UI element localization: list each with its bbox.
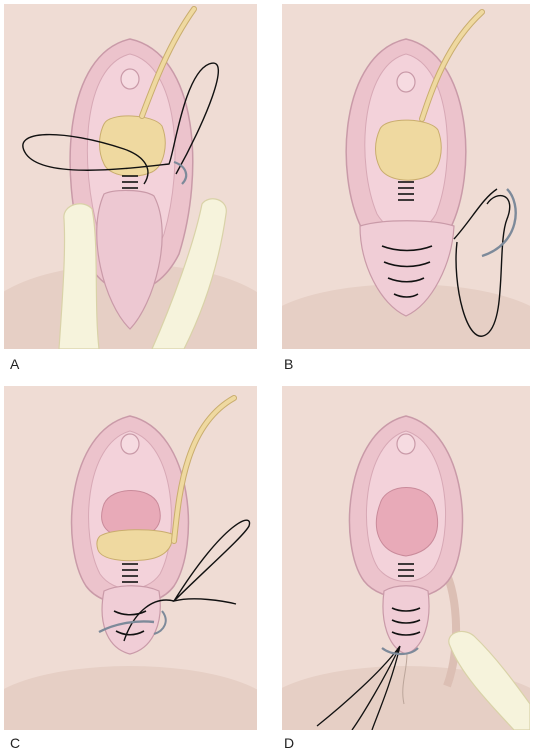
panel-c-illustration bbox=[4, 386, 257, 730]
perineal-tissue bbox=[101, 585, 161, 655]
panel-b-label: B bbox=[284, 356, 294, 372]
suture-thread bbox=[455, 194, 511, 337]
perineal-tissue bbox=[382, 585, 430, 655]
suture-thread bbox=[123, 519, 251, 642]
suture-needle bbox=[381, 647, 419, 656]
panel-d-illustration bbox=[282, 386, 530, 730]
gauze-pack bbox=[375, 119, 442, 181]
perineal-tissue bbox=[96, 189, 163, 330]
vaginal-sutures bbox=[398, 181, 414, 201]
vaginal-sutures bbox=[122, 563, 138, 583]
panel-b-illustration bbox=[282, 4, 530, 349]
vaginal-sutures bbox=[398, 563, 414, 577]
vaginal-canal bbox=[376, 487, 439, 557]
vaginal-sutures bbox=[122, 175, 138, 189]
suture-thread bbox=[22, 62, 219, 185]
panel-c-label: C bbox=[10, 735, 21, 751]
glove-finger-left bbox=[58, 203, 100, 349]
suture-needle bbox=[173, 160, 188, 185]
vaginal-canal bbox=[101, 490, 161, 539]
gauze-pack bbox=[96, 529, 173, 562]
clitoris bbox=[120, 433, 140, 455]
clitoris bbox=[120, 68, 140, 90]
glove-finger-right bbox=[151, 198, 227, 349]
clitoris bbox=[396, 71, 416, 93]
perineal-sutures bbox=[391, 607, 421, 636]
panel-a-label: A bbox=[10, 356, 20, 372]
perineal-sutures bbox=[113, 610, 147, 636]
panel-d-label: D bbox=[284, 735, 295, 751]
perineal-sutures bbox=[381, 245, 433, 298]
suture-needle bbox=[481, 188, 517, 258]
clitoris bbox=[396, 433, 416, 455]
suture-needle bbox=[98, 620, 155, 634]
panel-a-illustration bbox=[4, 4, 257, 349]
perineal-tissue bbox=[359, 220, 455, 317]
glove-finger bbox=[448, 631, 530, 730]
